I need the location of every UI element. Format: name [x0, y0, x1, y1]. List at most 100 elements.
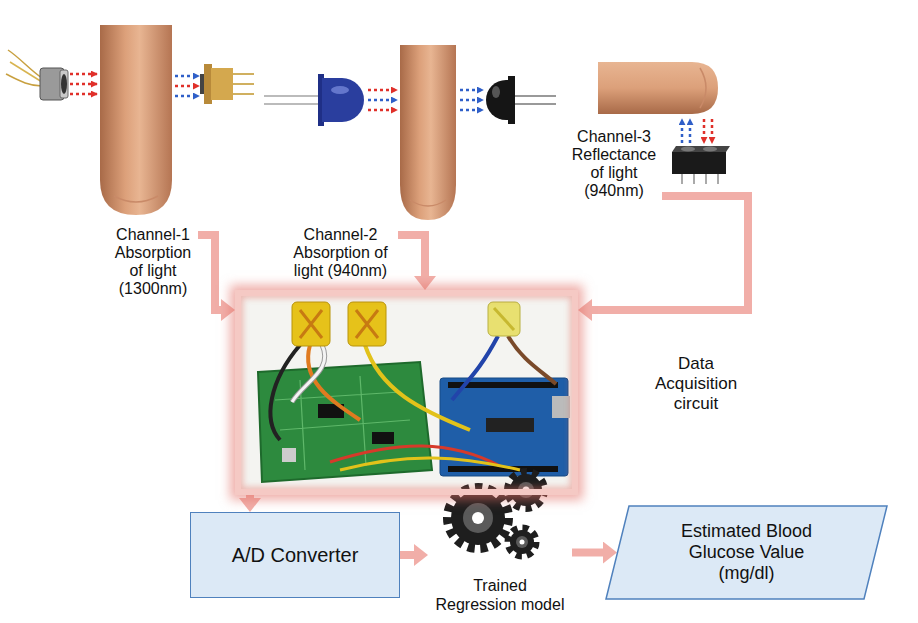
- light-ray: [689, 119, 692, 143]
- gear-hole: [472, 512, 484, 524]
- finger: [598, 62, 718, 114]
- receiver-lead: [515, 95, 556, 97]
- receiver-body: [486, 80, 510, 120]
- clip-twist: [300, 310, 322, 338]
- wire: [452, 336, 498, 400]
- wire: [308, 345, 360, 420]
- pcb-trace: [275, 376, 410, 470]
- finger-crease: [114, 196, 158, 202]
- node-text: Trained Regression model: [433, 576, 567, 614]
- flow-arrow: [400, 551, 414, 559]
- wire-clip: [348, 302, 386, 346]
- detector-can: [211, 68, 233, 100]
- flow-arrow: [198, 235, 221, 310]
- light-ray: [460, 109, 483, 112]
- sensor-eye: [681, 147, 695, 152]
- lead-wire: [6, 74, 42, 86]
- wire: [365, 345, 470, 430]
- channel-caption: Channel-1 Absorption of light (1300nm): [108, 226, 198, 298]
- output-parallelogram: Estimated Blood Glucose Value (mg/dl): [605, 505, 888, 600]
- wire: [508, 336, 556, 384]
- light-ray: [711, 119, 714, 143]
- led-body: [322, 78, 364, 122]
- wire: [330, 446, 500, 466]
- node-text: Channel-2 Absorption of light (940nm): [283, 226, 398, 280]
- led-highlight: [331, 86, 349, 94]
- finger: [400, 45, 456, 220]
- gear-icon: [448, 472, 544, 556]
- acquisition-panel: Data Acquisition circuit: [235, 290, 578, 495]
- photo-ground: [241, 296, 572, 489]
- light-ray: [460, 99, 483, 102]
- light-ray: [368, 89, 397, 92]
- circuit-photo: [241, 296, 572, 489]
- flow-arrow: [246, 495, 254, 498]
- process-box: A/D Converter: [190, 512, 400, 598]
- reflectance-sensor: [672, 152, 726, 174]
- node-text: A/D Converter: [232, 543, 359, 567]
- flow-arrow: [592, 196, 748, 310]
- gear-body: [510, 530, 534, 554]
- finger: [100, 25, 172, 215]
- detector-pin: [233, 93, 254, 95]
- detector-pin: [233, 83, 254, 85]
- wire-clip: [488, 302, 520, 336]
- gear-hole: [520, 540, 525, 545]
- finger-crease: [700, 68, 706, 108]
- light-ray: [368, 109, 397, 112]
- node-text: Channel-3 Reflectance of light (940nm): [566, 128, 662, 200]
- parallelogram-shape: [606, 506, 887, 599]
- light-ray: [175, 95, 199, 98]
- lead-wire: [10, 62, 42, 82]
- usb-port: [552, 396, 570, 418]
- wire-clip: [292, 302, 330, 346]
- receiver-lead: [515, 103, 556, 105]
- light-ray: [70, 93, 97, 96]
- node-text: Data Acquisition circuit: [648, 354, 744, 414]
- emitter-face: [60, 70, 68, 98]
- connector-group: [198, 196, 748, 555]
- gear-hub: [516, 536, 528, 548]
- sensor-pin: [693, 174, 695, 184]
- sensor-pin: [681, 174, 683, 184]
- channel-caption: Channel-2 Absorption of light (940nm): [283, 226, 398, 280]
- light-ray: [175, 75, 199, 78]
- sensor-pin: [705, 174, 707, 184]
- led-lead: [264, 95, 320, 97]
- wire: [292, 345, 325, 402]
- receiver-highlight: [492, 86, 500, 98]
- sensor-pin: [717, 174, 719, 184]
- light-ray: [70, 83, 97, 86]
- flow-arrow: [398, 235, 425, 276]
- node-text: Estimated Blood Glucose Value (mg/dl): [659, 521, 834, 584]
- sensor-eye: [703, 147, 717, 152]
- light-ray: [703, 119, 706, 143]
- detector-pin: [233, 73, 254, 75]
- wire: [292, 345, 325, 402]
- channel-2-figure: [264, 45, 556, 220]
- led-lead: [264, 103, 320, 105]
- model-node: Trained Regression model: [428, 466, 572, 614]
- node-text: Channel-1 Absorption of light (1300nm): [108, 226, 198, 298]
- detector-flange: [204, 64, 212, 104]
- pcb-chip: [372, 432, 394, 444]
- gear-teeth: [448, 488, 508, 548]
- light-ray: [460, 89, 483, 92]
- gear-teeth: [508, 528, 536, 556]
- gear-hub: [463, 503, 493, 533]
- light-ray: [70, 73, 97, 76]
- gear-body: [451, 491, 505, 545]
- channel-caption: Channel-3 Reflectance of light (940nm): [566, 128, 662, 200]
- light-ray: [368, 99, 397, 102]
- clip-twist: [356, 310, 378, 338]
- receiver-flange: [508, 76, 515, 124]
- sensor-top: [672, 146, 730, 152]
- wire: [340, 458, 520, 470]
- pcb-part: [282, 448, 296, 462]
- wire: [270, 345, 300, 440]
- finger-crease: [410, 200, 446, 206]
- channel-1-figure: [6, 25, 254, 215]
- light-ray: [681, 119, 684, 143]
